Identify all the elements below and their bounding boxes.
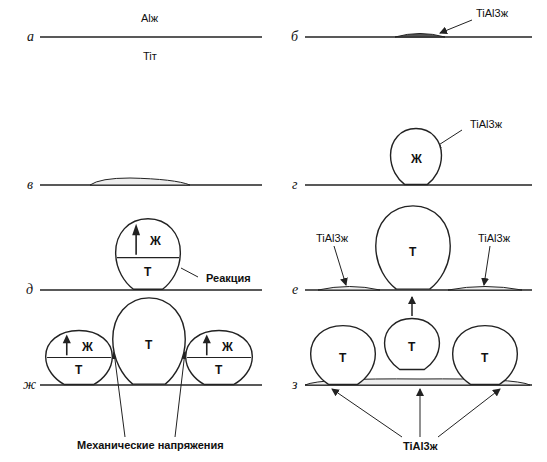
droplet: ЖТ bbox=[115, 218, 181, 290]
phase-boundary bbox=[47, 357, 111, 358]
panel-letter: в bbox=[26, 177, 34, 192]
phase-letter: Т bbox=[145, 339, 152, 351]
panel-letter: е bbox=[291, 282, 299, 297]
motion-arrow bbox=[411, 297, 413, 316]
droplet-shape bbox=[385, 319, 440, 370]
phase-letter: Т bbox=[481, 352, 488, 364]
droplet-shape bbox=[113, 298, 186, 384]
panel-letter: а bbox=[26, 29, 35, 44]
phase-boundary bbox=[187, 357, 251, 358]
growth-arrow bbox=[206, 342, 208, 355]
phase-letter: Ж bbox=[82, 341, 93, 353]
phase-letter: Т bbox=[144, 266, 151, 278]
panel-letter: з bbox=[291, 377, 298, 392]
leader-arrow bbox=[334, 246, 346, 285]
arrow-head bbox=[63, 334, 71, 343]
leader-arrow bbox=[420, 389, 421, 437]
droplet: Т bbox=[384, 318, 440, 370]
callout-label: Tiт bbox=[142, 50, 158, 62]
panel-letter: б bbox=[290, 29, 299, 44]
phase-boundary bbox=[117, 257, 179, 258]
droplet: Т bbox=[452, 325, 518, 385]
leader-arrow bbox=[332, 389, 402, 437]
droplet-shape bbox=[311, 326, 376, 385]
droplet-shape bbox=[453, 326, 518, 385]
interface-line bbox=[40, 36, 262, 38]
droplet-shape bbox=[46, 331, 113, 385]
leader-arrow bbox=[438, 389, 500, 437]
droplet: Т bbox=[310, 325, 376, 385]
growth-arrow bbox=[66, 342, 68, 355]
callout-label: TiAl3ж bbox=[402, 440, 439, 452]
droplet-shape bbox=[376, 206, 450, 289]
droplet-outline bbox=[115, 218, 181, 290]
phase-letter: Т bbox=[339, 352, 346, 364]
callout-label: TiAl3ж bbox=[469, 118, 503, 130]
droplet: Ж bbox=[390, 128, 442, 185]
phase-letter: Ж bbox=[222, 341, 233, 353]
phase-letter: Т bbox=[409, 246, 416, 258]
droplet: Т bbox=[112, 297, 186, 385]
callout-label: Реакция bbox=[205, 272, 252, 284]
leader-arrow bbox=[484, 246, 490, 285]
nucleus-lens bbox=[395, 34, 445, 38]
panel-letter: ж bbox=[22, 377, 37, 392]
callout-label: TiAl3ж bbox=[475, 7, 509, 19]
droplet: ЖТ bbox=[45, 330, 113, 385]
substrate-lines bbox=[40, 37, 532, 385]
film-lens bbox=[318, 287, 380, 291]
callout-label: Механические напряжения bbox=[76, 439, 225, 451]
droplet: ЖТ bbox=[185, 330, 253, 385]
callout-label: Alж bbox=[140, 12, 159, 24]
droplet-shape bbox=[391, 129, 442, 185]
droplet-shape bbox=[186, 331, 253, 385]
phase-letter: Ж bbox=[150, 235, 161, 247]
panel-letter: г bbox=[291, 177, 298, 192]
arrow-head bbox=[132, 224, 140, 236]
callout-label: TiAl3ж bbox=[477, 232, 511, 244]
film-lens bbox=[90, 178, 190, 185]
leader-line bbox=[181, 268, 198, 277]
phase-letter: Ж bbox=[411, 153, 422, 165]
droplet-outline bbox=[185, 330, 253, 385]
film-lens bbox=[448, 287, 522, 291]
phase-letter: Т bbox=[408, 341, 415, 353]
arrow-head bbox=[203, 334, 211, 343]
phase-letter: Т bbox=[215, 364, 222, 376]
droplet: Т bbox=[375, 205, 451, 290]
panel-letter: д bbox=[25, 282, 34, 297]
droplet-shape bbox=[116, 219, 181, 290]
growth-arrow bbox=[135, 234, 137, 255]
phase-letter: Т bbox=[75, 364, 82, 376]
callout-label: TiAl3ж bbox=[315, 232, 349, 244]
droplet-outline bbox=[45, 330, 113, 385]
leader-arrow bbox=[440, 20, 472, 33]
